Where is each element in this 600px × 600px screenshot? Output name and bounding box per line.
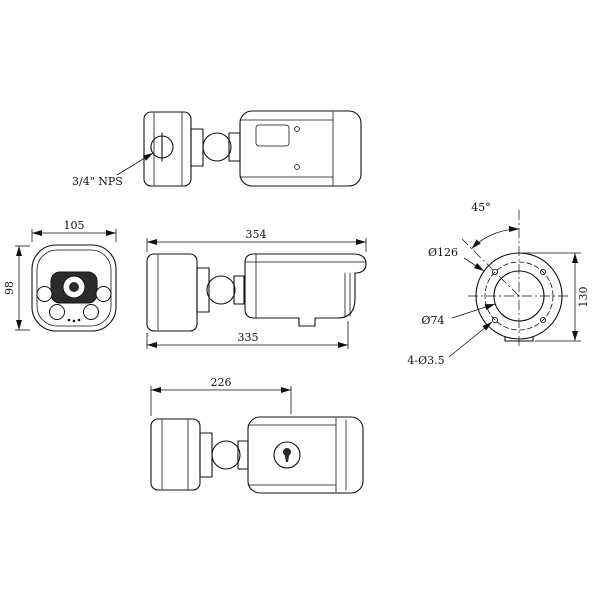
mic-hole-1 bbox=[67, 318, 71, 322]
dimension-outer-diameter: Ø126 bbox=[428, 246, 458, 259]
screw-top-2 bbox=[294, 164, 300, 170]
mic-hole-3 bbox=[77, 318, 81, 322]
bottom-length-dimension: 226 bbox=[150, 376, 292, 416]
nps-annotation: 3/4" NPS bbox=[72, 152, 154, 188]
angle-dimension: 45° bbox=[471, 201, 520, 249]
front-view bbox=[31, 244, 117, 332]
leader-line bbox=[463, 257, 485, 272]
cover-lock-slot bbox=[284, 453, 290, 462]
bottom-cover-circle bbox=[273, 441, 301, 469]
bracket-arm bbox=[196, 267, 210, 313]
screw-top-1 bbox=[294, 126, 300, 132]
dimension-mount-holes: 4-Ø3.5 bbox=[407, 354, 444, 367]
mount-hole-nw bbox=[491, 268, 498, 275]
led-circle-bottom-right bbox=[83, 304, 99, 320]
led-circle-left bbox=[36, 286, 53, 302]
junction-box-outline bbox=[150, 418, 201, 491]
bracket-arm bbox=[190, 128, 204, 167]
leader-line bbox=[448, 321, 493, 358]
dimension-130: 130 bbox=[577, 287, 590, 308]
gimbal-joint bbox=[211, 440, 241, 470]
top-panel-detail bbox=[255, 124, 290, 147]
dimension-354: 354 bbox=[246, 228, 267, 241]
leader-line bbox=[451, 303, 496, 319]
hole-angle-line bbox=[461, 238, 520, 297]
camera-body-outline bbox=[247, 416, 364, 494]
led-circle-right bbox=[95, 286, 112, 302]
bottom-view bbox=[150, 416, 364, 494]
side-length-dimension-bottom: 335 bbox=[146, 321, 349, 349]
gimbal-neck bbox=[233, 275, 245, 305]
nps-label: 3/4" NPS bbox=[72, 175, 123, 188]
dimension-45deg: 45° bbox=[471, 201, 491, 214]
lens-circle bbox=[69, 282, 79, 292]
front-height-dimension: 98 bbox=[3, 245, 30, 331]
camera-body-outline bbox=[239, 110, 362, 187]
bracket-arm bbox=[199, 432, 213, 478]
top-view bbox=[143, 110, 362, 187]
side-view bbox=[146, 253, 367, 332]
back-height-dimension: 130 bbox=[523, 252, 590, 342]
nps-leader-line bbox=[116, 152, 154, 176]
mount-hole-ne bbox=[540, 268, 547, 275]
mount-holes-callout: 4-Ø3.5 bbox=[407, 321, 493, 367]
outer-diameter-callout: Ø126 bbox=[428, 246, 485, 272]
mount-hole-se bbox=[540, 316, 547, 323]
camera-body-outline bbox=[244, 253, 367, 327]
inner-diameter-callout: Ø74 bbox=[421, 303, 496, 327]
back-view bbox=[461, 210, 570, 347]
dimension-105: 105 bbox=[64, 219, 85, 232]
dimension-335: 335 bbox=[238, 331, 259, 344]
gimbal-joint bbox=[206, 275, 236, 305]
mic-hole-2 bbox=[72, 319, 76, 323]
front-face-inner bbox=[36, 249, 112, 327]
side-length-dimension-top: 354 bbox=[146, 228, 367, 252]
dimension-226: 226 bbox=[211, 376, 232, 389]
led-circle-bottom-left bbox=[49, 304, 65, 320]
gimbal-joint bbox=[202, 132, 232, 162]
angle-arc bbox=[471, 225, 520, 249]
front-face-outline bbox=[31, 244, 117, 332]
junction-box-outline bbox=[146, 253, 198, 332]
mount-hole-sw bbox=[491, 316, 498, 323]
front-width-dimension: 105 bbox=[31, 219, 117, 242]
dimension-98: 98 bbox=[3, 281, 16, 295]
dimension-inner-diameter: Ø74 bbox=[421, 314, 444, 327]
